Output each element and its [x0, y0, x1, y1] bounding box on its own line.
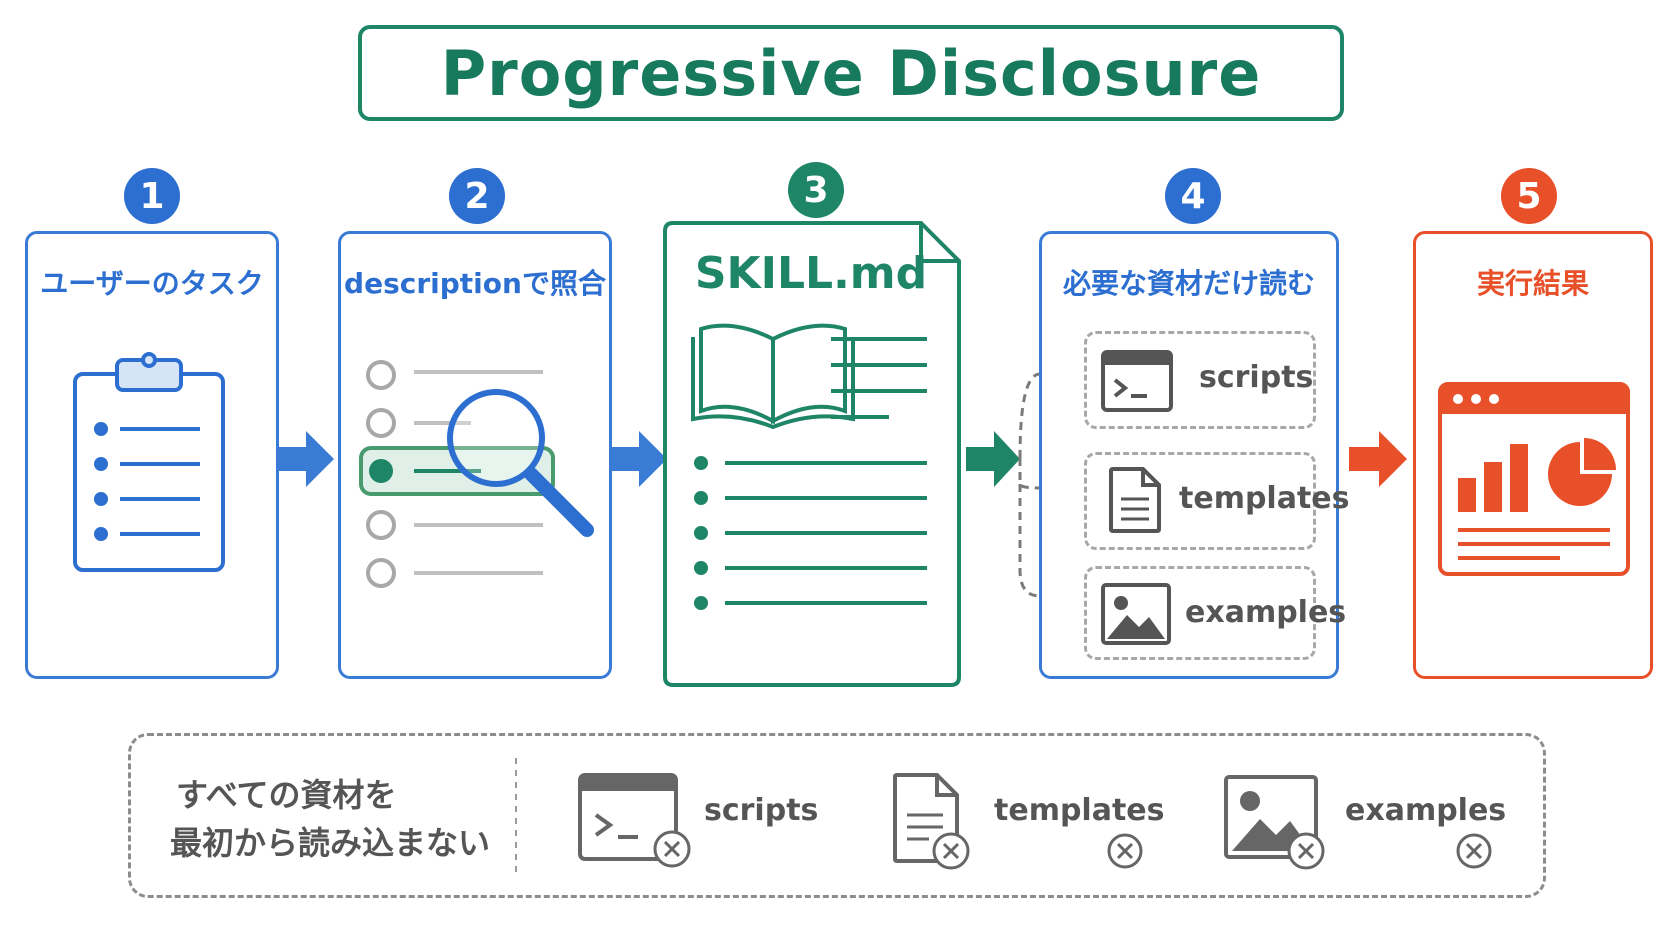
step-2-label: descriptionで照合 [344, 267, 606, 300]
resource-examples-label: examples [1185, 595, 1347, 630]
terminal-icon [1101, 350, 1173, 412]
resource-examples: examples [1084, 566, 1346, 660]
excluded-terminal-icon [578, 773, 691, 868]
document-icon [1109, 467, 1161, 533]
image-icon [1101, 583, 1171, 645]
step-5-badge: 5 [1501, 168, 1557, 224]
arrow-right-icon [276, 431, 334, 487]
close-icon [1456, 833, 1492, 869]
resource-scripts-label: scripts [1199, 360, 1314, 395]
step-3-label: SKILL.md [694, 248, 928, 299]
step-2-badge: 2 [449, 168, 505, 224]
search-list-icon [359, 360, 594, 588]
resource-templates-label: templates [1179, 481, 1350, 516]
step-4-label: 必要な資材だけ読む [1062, 267, 1315, 300]
excluded-scripts-label: scripts [704, 793, 819, 828]
clipboard-icon [73, 352, 225, 572]
dashboard-chart-icon [1438, 382, 1630, 576]
step-1-label: ユーザーのタスク [40, 267, 264, 300]
note-line-2: 最初から読み込まない [170, 824, 491, 862]
resource-templates: templates [1084, 452, 1350, 550]
step-1-badge: 1 [124, 168, 180, 224]
step-3-badge: 3 [788, 162, 844, 218]
divider [515, 758, 517, 878]
step-5-panel: 実行結果 [1413, 231, 1653, 679]
excluded-templates-label: templates [994, 793, 1165, 828]
diagram-title: Progressive Disclosure [358, 25, 1344, 121]
close-icon [1107, 833, 1143, 869]
arrow-right-icon [609, 431, 667, 487]
step-4-badge: 4 [1165, 168, 1221, 224]
step-5-label: 実行結果 [1476, 267, 1589, 300]
not-loaded-box [128, 733, 1546, 898]
arrow-right-icon [1349, 431, 1407, 487]
arrow-right-icon [966, 431, 1020, 487]
excluded-examples-label: examples [1345, 793, 1507, 828]
note-line-1: すべての資材を [176, 776, 397, 814]
excluded-image-icon [1224, 775, 1325, 870]
skill-document-icon [663, 221, 961, 687]
step-1-panel: ユーザーのタスク [25, 231, 279, 679]
excluded-document-icon [893, 773, 970, 870]
resource-scripts: scripts [1084, 331, 1316, 429]
step-2-panel: descriptionで照合 [338, 231, 612, 679]
